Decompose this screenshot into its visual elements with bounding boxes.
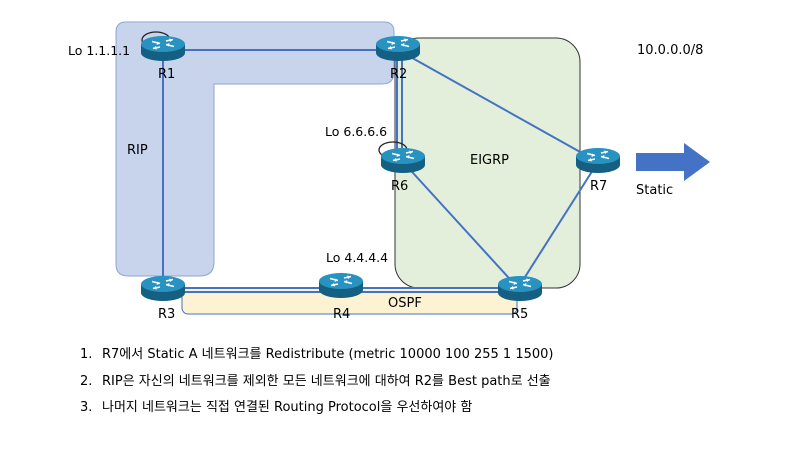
- requirement-text: 나머지 네트워크는 직접 연결된 Routing Protocol을 우선하여야…: [102, 400, 473, 415]
- loopback-label-r1: Lo 1.1.1.1: [68, 43, 130, 58]
- router-r6[interactable]: [380, 147, 426, 174]
- static-label: Static: [636, 183, 673, 198]
- router-label-r4: R4: [333, 307, 350, 322]
- router-label-r7: R7: [590, 179, 607, 194]
- requirement-item: 1. R7에서 Static A 네트워크를 Redistribute (metr…: [80, 342, 553, 369]
- router-r3[interactable]: [140, 275, 186, 302]
- loopback-label-r6: Lo 6.6.6.6: [325, 124, 387, 139]
- eigrp-label: EIGRP: [470, 153, 509, 168]
- router-label-r5: R5: [511, 307, 528, 322]
- loopback-label-r4: Lo 4.4.4.4: [326, 250, 388, 265]
- ospf-label: OSPF: [388, 296, 422, 311]
- router-r7[interactable]: [575, 147, 621, 174]
- router-r2[interactable]: [375, 35, 421, 62]
- requirement-number: 2.: [80, 373, 93, 389]
- router-label-r3: R3: [158, 307, 175, 322]
- router-r5[interactable]: [497, 275, 543, 302]
- requirement-number: 1.: [80, 347, 93, 362]
- router-r4[interactable]: [318, 272, 364, 299]
- requirement-text: R7에서 Static A 네트워크를 Redistribute (metric…: [102, 347, 554, 362]
- links: [162, 49, 599, 293]
- router-label-r2: R2: [390, 67, 407, 82]
- router-label-r6: R6: [391, 179, 408, 194]
- requirement-item: 3. 나머지 네트워크는 직접 연결된 Routing Protocol을 우선하…: [80, 395, 553, 422]
- router-r1[interactable]: [140, 35, 186, 62]
- router-label-r1: R1: [158, 67, 175, 82]
- network-label: 10.0.0.0/8: [637, 43, 703, 58]
- rip-label: RIP: [127, 143, 148, 158]
- requirement-item: 2. RIP은 자신의 네트워크를 제외한 모든 네트워크에 대하여 R2를 Be…: [80, 369, 553, 396]
- rip-area: [115, 21, 395, 277]
- link-r7-r5: [517, 161, 599, 289]
- requirement-text: RIP은 자신의 네트워크를 제외한 모든 네트워크에 대하여 R2를 Best…: [102, 373, 551, 389]
- requirement-number: 3.: [80, 400, 93, 415]
- requirements-list: 1. R7에서 Static A 네트워크를 Redistribute (metr…: [80, 342, 553, 422]
- link-r6-r5: [402, 161, 519, 289]
- link-r2-r7: [397, 49, 599, 163]
- static-arrow: [636, 143, 710, 181]
